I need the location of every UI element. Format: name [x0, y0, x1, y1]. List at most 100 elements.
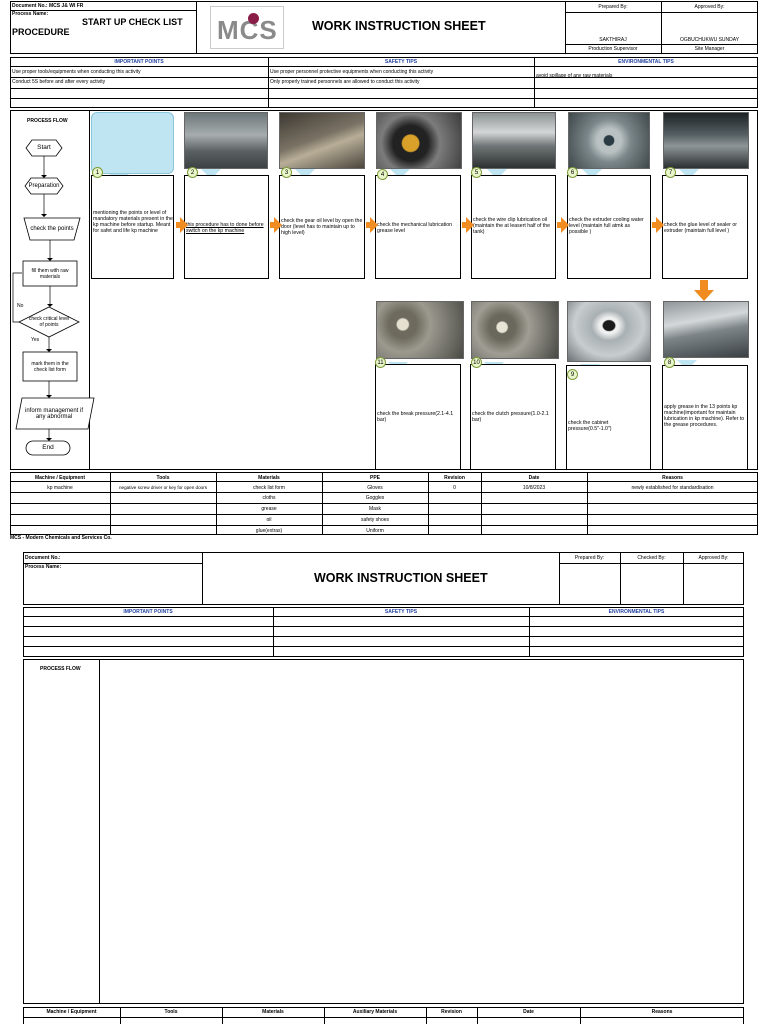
photo-step-10: [471, 301, 559, 359]
step-text-2: this procedure has to done before switch…: [186, 222, 264, 234]
table-cell: Mask: [369, 506, 381, 512]
process-flow-label-2: PROCESS FLOW: [40, 666, 81, 672]
step-text-10: check the clutch pressure(1.0-2.1 bar): [472, 411, 549, 423]
logo-dot-icon: [248, 13, 259, 24]
flow-yes: Yes: [31, 337, 40, 343]
approved-role: Site Manager: [694, 46, 725, 52]
doc-no-label: Document No.: MCS J& WI FR: [12, 3, 84, 9]
table-cell: Goggles: [365, 495, 385, 501]
prepared-role: Production Supervisor: [588, 46, 638, 52]
step-card-8: apply grease in the 13 points kp machine…: [662, 365, 748, 470]
step-card-6: check the extruder cooling water level (…: [567, 175, 651, 279]
step-card-5: check the wire clip lubrication oil (mai…: [471, 175, 556, 279]
step-number-7: 7: [665, 167, 676, 178]
prepared-by-label-2: Prepared By:: [574, 555, 605, 561]
table-header-tools: Tools: [156, 475, 170, 481]
checked-by-label-2: Checked By:: [637, 555, 666, 561]
materials-table-2: [23, 1007, 744, 1024]
photo-step-6: [568, 112, 650, 169]
flow-no: No: [17, 303, 24, 309]
step-card-10: check the clutch pressure(1.0-2.1 bar): [470, 364, 556, 470]
step-text-1: mentioning the points or level of mandat…: [93, 210, 173, 234]
step-text-11: check the break pressure(2.1-4.1 bar): [377, 411, 454, 423]
photo-step-7: [663, 112, 749, 169]
table-cell: Gloves: [367, 485, 383, 491]
table-cell: oil: [266, 517, 272, 523]
table-header-reasons: Reasons: [662, 475, 683, 481]
safety-tip-1: Use proper personnel protective equipmen…: [270, 69, 434, 75]
photo-step-2: [184, 112, 268, 169]
table-cell: kp machine: [47, 485, 73, 491]
process-name-label: Process Name:: [12, 11, 49, 17]
step-number-9: 9: [567, 369, 578, 380]
safety-tip-2: Only properly trained personnels are all…: [270, 79, 420, 85]
table-cell: 0: [453, 485, 456, 491]
table2-header-date: Date: [523, 1009, 534, 1015]
table2-header-revision: Revision: [441, 1009, 462, 1015]
approved-name: OGBUCHUKWU SUNDAY: [679, 37, 740, 43]
table2-header-machine: Machine / Equipment: [46, 1009, 97, 1015]
table-header-materials: Materials: [258, 475, 280, 481]
doc-no-label-2: Document No.:: [25, 555, 61, 561]
step-text-5: check the wire clip lubrication oil (mai…: [473, 217, 550, 235]
step-number-4: 4: [377, 169, 388, 180]
table-header-ppe: PPE: [369, 475, 380, 481]
header-box: [10, 1, 758, 54]
safety-tips-header: SAFETY TIPS: [384, 59, 418, 65]
photo-step-3: [279, 112, 365, 169]
flowchart: [12, 139, 95, 456]
table-cell: check list form: [253, 485, 285, 491]
approved-by-label: Approved By:: [694, 4, 725, 10]
table-cell: cloths: [262, 495, 276, 501]
prepared-by-label: Prepared By:: [598, 4, 628, 10]
prepared-name: SAKTHIRAJ: [599, 37, 627, 43]
photo-step-9: [567, 301, 651, 362]
step-number-6: 6: [567, 167, 578, 178]
step-number-3: 3: [281, 167, 292, 178]
step-card-4: check the mechanical lubrication grease …: [375, 175, 461, 279]
photo-step-4: [376, 112, 462, 169]
main-title-2: WORK INSTRUCTION SHEET: [314, 571, 488, 585]
flow-fill-raw: fill them with raw materials: [31, 267, 69, 281]
important-point-2: Conduct 5S before and after every activi…: [12, 79, 106, 85]
step-text-3: check the gear oil level by open the doo…: [281, 218, 363, 236]
tips-table: [10, 57, 758, 108]
process-flow-label: PROCESS FLOW: [27, 118, 68, 124]
procedure-label: PROCEDURE: [12, 27, 70, 37]
flow-check-points: check the points: [30, 225, 74, 232]
table-header-machine: Machine / Equipment: [34, 475, 85, 481]
table-header-date: Date: [528, 475, 540, 481]
flow-mark: mark them in the check list form: [31, 360, 69, 374]
table-cell: 10/8/2023: [522, 485, 546, 491]
step-card-2: this procedure has to done before switch…: [184, 175, 269, 279]
process-name-label-2: Process Name:: [25, 564, 62, 570]
table2-header-reasons: Reasons: [651, 1009, 673, 1015]
tips-table-2: [23, 607, 744, 657]
step-number-1: 1: [92, 167, 103, 178]
step-card-9: check the cabinet pressure(0.5"-1.0"): [566, 365, 651, 470]
table2-header-materials: Materials: [262, 1009, 284, 1015]
flow-end: End: [42, 443, 54, 451]
flow-inform: inform management if any abnormal: [24, 407, 84, 421]
step-number-2: 2: [187, 167, 198, 178]
table-cell: glue(extras): [255, 528, 283, 534]
table2-header-tools: Tools: [164, 1009, 178, 1015]
flow-check-critical: check critical level of points: [28, 315, 70, 329]
table2-header-auxiliary: Auxiliary Materials: [352, 1009, 398, 1015]
step-number-10: 10: [471, 357, 482, 368]
photo-step-5: [472, 112, 556, 169]
step-card-7: check the glue level of sealer or extrud…: [662, 175, 748, 279]
flow-preparation: Preparation: [28, 182, 60, 189]
step-card-11: check the break pressure(2.1-4.1 bar): [375, 364, 461, 470]
step-text-4: check the mechanical lubrication grease …: [377, 222, 452, 234]
main-title: WORK INSTRUCTION SHEET: [312, 19, 486, 33]
step-text-7: check the glue level of sealer or extrud…: [664, 222, 737, 234]
arrow-down-icon: [694, 280, 714, 301]
footer-text: MCS - Modern Chemicals and Services Co.: [10, 535, 112, 541]
table-cell: Uniform: [366, 528, 384, 534]
mcs-logo: MCS: [210, 6, 284, 49]
step-number-8: 8: [664, 357, 675, 368]
table-cell: negative screw driver or key for open do…: [118, 485, 208, 490]
flow-start: Start: [37, 143, 51, 151]
header-box-2: [23, 552, 744, 605]
